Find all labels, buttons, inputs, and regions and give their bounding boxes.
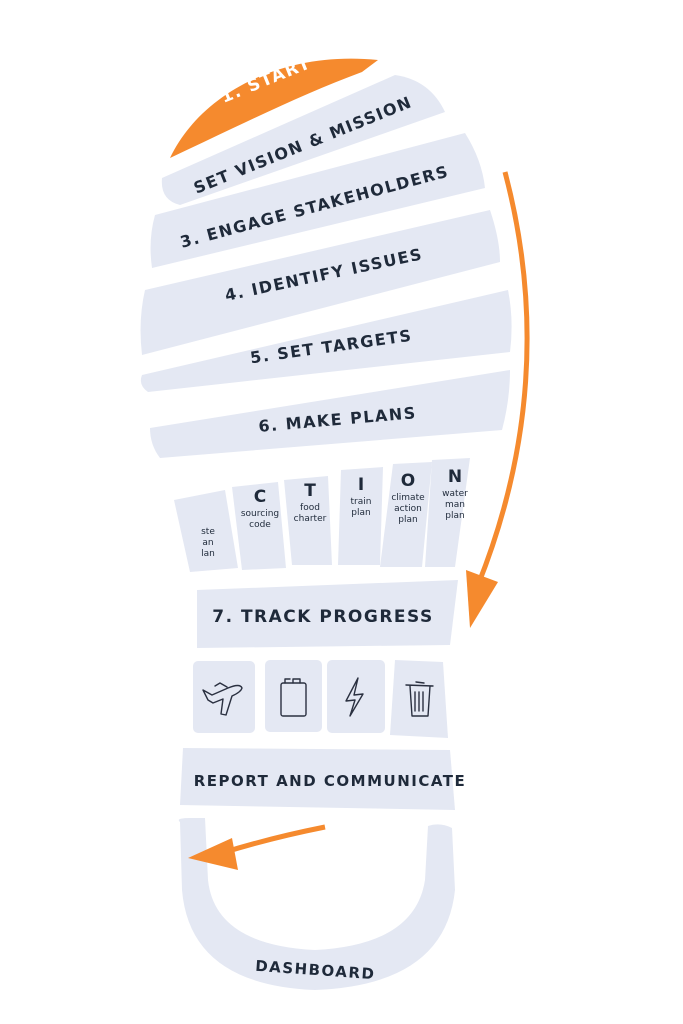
tracking-icons <box>193 660 448 738</box>
icon-card <box>193 661 255 733</box>
action-card-bg <box>380 462 432 567</box>
icon-card <box>265 660 322 732</box>
step-plans: 6. MAKE PLANS <box>150 370 510 458</box>
step-dashboard: DASHBOARD <box>178 818 455 990</box>
action-card-bg <box>174 490 238 572</box>
vision-band <box>161 75 445 205</box>
action-cards: steanlanCsourcingcodeTfoodcharterItrainp… <box>174 458 470 572</box>
action-card-text: charter <box>294 514 327 524</box>
report-label: REPORT AND COMMUNICATE <box>194 772 467 790</box>
action-card-bg <box>284 476 332 565</box>
track-label: 7. TRACK PROGRESS <box>212 607 434 627</box>
report-band <box>180 748 455 810</box>
action-card-text: code <box>249 520 271 530</box>
action-card-text: climate <box>391 493 425 503</box>
action-card-text: ste <box>201 527 215 537</box>
track-band <box>197 580 458 648</box>
action-card-text: an <box>202 538 213 548</box>
action-card-letter: C <box>254 487 266 507</box>
action-card-text: lan <box>201 549 215 559</box>
action-card-text: sourcing <box>241 509 279 519</box>
action-card-text: plan <box>398 515 417 525</box>
action-card-text: water <box>442 489 468 499</box>
airplane-icon <box>202 682 243 716</box>
action-card-letter: O <box>401 471 415 491</box>
trash-bin-icon <box>405 681 434 717</box>
dashboard-heel <box>178 818 455 990</box>
targets-band <box>140 290 512 392</box>
progress-arrow-icon <box>466 171 530 628</box>
action-card-letter: N <box>448 467 462 487</box>
action-card-text: food <box>300 503 320 513</box>
step-track: 7. TRACK PROGRESS <box>197 580 458 648</box>
identify-band <box>140 210 500 355</box>
action-card-text: plan <box>351 508 370 518</box>
start-band <box>170 58 378 158</box>
fuel-canister-icon <box>280 678 307 717</box>
step-targets: 5. SET TARGETS <box>140 290 512 392</box>
return-arrow-icon <box>188 824 326 870</box>
action-card-text: train <box>351 497 372 507</box>
action-card-bg <box>425 458 470 567</box>
action-card-text: plan <box>445 511 464 521</box>
action-card-text: man <box>445 500 465 510</box>
action-card-bg <box>232 482 286 570</box>
engage-band <box>150 133 485 268</box>
step-report: REPORT AND COMMUNICATE <box>180 748 467 810</box>
lightning-icon <box>345 677 364 717</box>
plans-band <box>150 370 510 458</box>
action-card-letter: T <box>304 481 316 501</box>
icon-card <box>327 660 385 733</box>
action-card-bg <box>338 467 383 565</box>
action-card-text: action <box>394 504 422 514</box>
action-card-letter: I <box>358 475 364 495</box>
